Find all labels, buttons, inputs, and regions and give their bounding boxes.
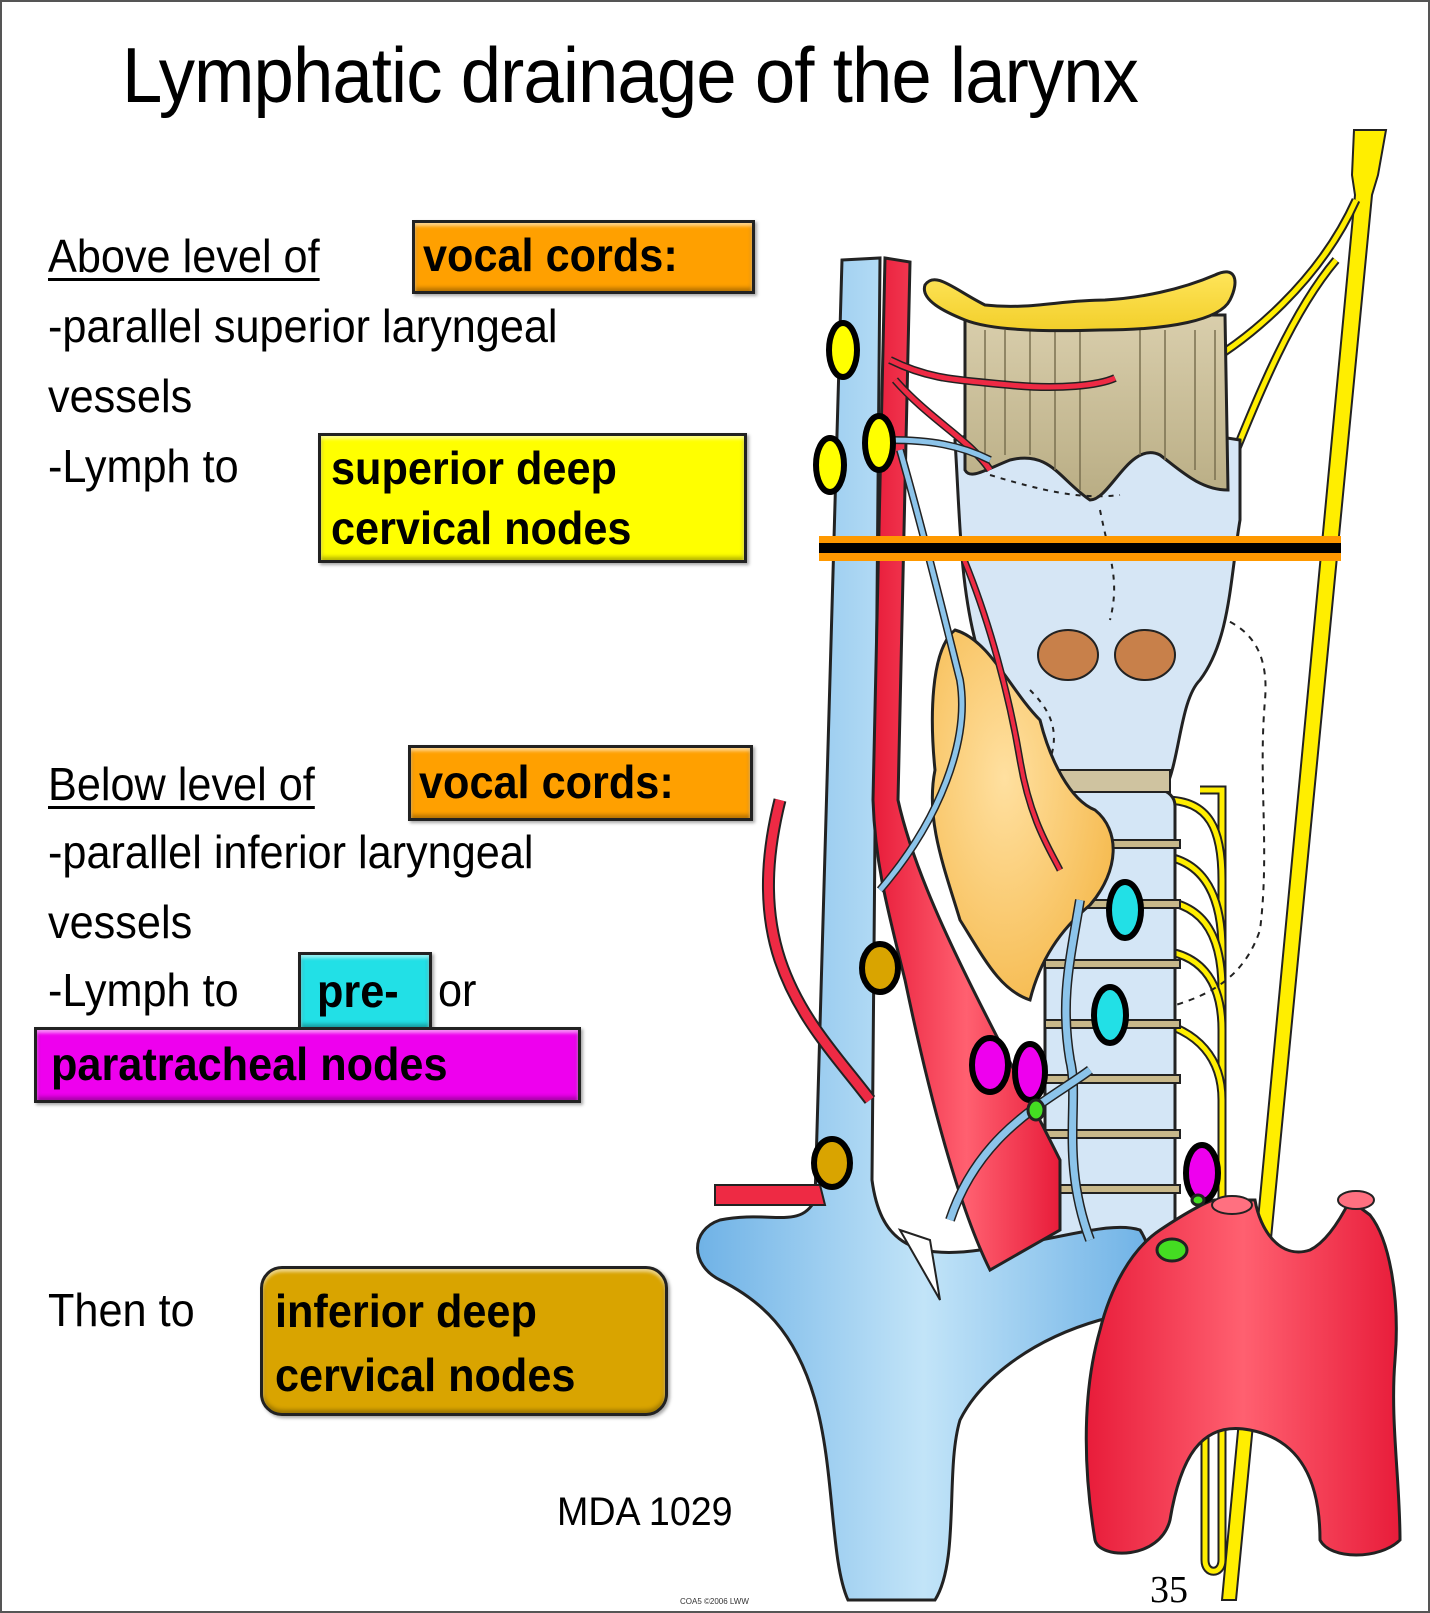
below-line-1: -parallel inferior laryngeal: [48, 826, 534, 878]
pretracheal-node: [1091, 984, 1129, 1046]
superior-deep-line-1: superior deep: [331, 442, 617, 494]
above-line-2: vessels: [48, 370, 193, 422]
copyright-notice: COA5 ©2006 LWW: [680, 1597, 749, 1606]
larynx: [922, 270, 1242, 793]
then-to-label: Then to: [48, 1284, 195, 1336]
above-line-3: -Lymph to: [48, 440, 239, 492]
pretracheal-box: pre-: [298, 952, 432, 1030]
inferior-deep-line-2: cervical nodes: [275, 1349, 576, 1401]
paratracheal-node: [1183, 1142, 1221, 1204]
below-heading: Below level of: [48, 756, 315, 812]
above-heading: Above level of: [48, 228, 320, 284]
paratracheal-node: [969, 1035, 1011, 1095]
internal-jugular-vein: [696, 256, 1152, 1602]
superior-deep-node: [862, 413, 896, 473]
above-heading-prefix: Above level of: [48, 230, 320, 282]
superior-deep-cervical-nodes-box: superior deep cervical nodes: [318, 433, 747, 563]
inferior-deep-cervical-nodes-box: inferior deep cervical nodes: [260, 1266, 668, 1416]
thyroid-gland: [930, 628, 1115, 1002]
below-heading-prefix: Below level of: [48, 758, 315, 810]
inferior-deep-node: [811, 1136, 853, 1190]
slide-title: Lymphatic drainage of the larynx: [122, 31, 1139, 119]
above-vocal-cords-highlight: vocal cords:: [412, 220, 755, 294]
below-vocal-cords-highlight: vocal cords:: [408, 745, 753, 821]
page-number: 35: [1150, 1569, 1188, 1611]
vocal-cord-level-line: [819, 536, 1341, 561]
pretracheal-node: [1106, 879, 1144, 941]
below-line-3: -Lymph to: [48, 964, 239, 1016]
paratracheal-nodes-box: paratracheal nodes: [34, 1027, 581, 1103]
inferior-deep-line-1: inferior deep: [275, 1285, 537, 1337]
lymph-nodes: [811, 320, 1221, 1204]
small-nodes: [1026, 1098, 1206, 1263]
superior-deep-node: [826, 320, 860, 380]
below-line-2: vessels: [48, 896, 193, 948]
or-label: or: [438, 964, 477, 1016]
lymph-vessels: [876, 436, 1095, 1242]
course-code: MDA 1029: [557, 1490, 733, 1534]
superior-deep-line-2: cervical nodes: [331, 502, 632, 554]
paratracheal-node: [1012, 1041, 1048, 1103]
superior-deep-node: [813, 435, 847, 495]
above-line-1: -parallel superior laryngeal: [48, 300, 558, 352]
inferior-deep-node: [859, 941, 901, 995]
aortic-arch: [1084, 1190, 1402, 1557]
